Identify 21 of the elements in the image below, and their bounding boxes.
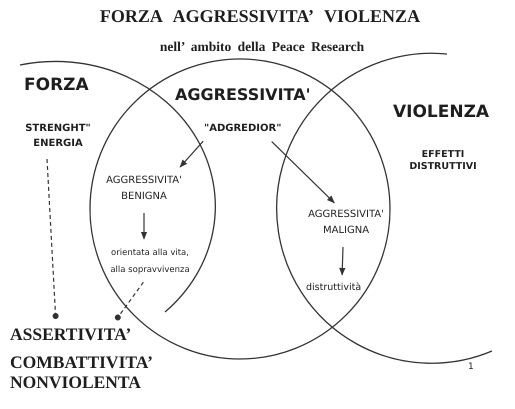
circle-heading: AGGRESSIVITA': [175, 84, 310, 105]
concept-label: AGGRESSIVITA' MALIGNA: [300, 207, 392, 239]
concept-label: ASSERTIVITA’: [10, 324, 132, 344]
arrow: [180, 140, 204, 168]
arrow: [140, 213, 148, 240]
circle-heading: VIOLENZA: [393, 102, 490, 123]
dashed-line: [114, 282, 144, 320]
text-label: COMBATTIVITA’ NONVIOLENTA: [10, 352, 153, 392]
circle-heading: FORZA: [24, 75, 89, 96]
concept-label: EFFETTI DISTRUTTIVI: [400, 149, 486, 173]
page-number: 1: [468, 362, 474, 372]
concept-label: distruttività: [306, 281, 362, 294]
dashed-line: [46, 158, 59, 319]
concept-label: "ADGREDIOR": [204, 121, 282, 136]
arrow: [271, 141, 335, 204]
concept-label: AGGRESSIVITA' BENIGNA: [100, 173, 188, 205]
arrow: [339, 246, 346, 276]
concept-label: STRENGHT" ENERGIA: [20, 121, 96, 151]
title: FORZA AGGRESSIVITA’ VIOLENZA: [100, 5, 420, 27]
concept-label: orientata alla vita, alla sopravvivenza: [107, 245, 193, 279]
subtitle: nell’ ambito della Peace Research: [160, 38, 364, 55]
